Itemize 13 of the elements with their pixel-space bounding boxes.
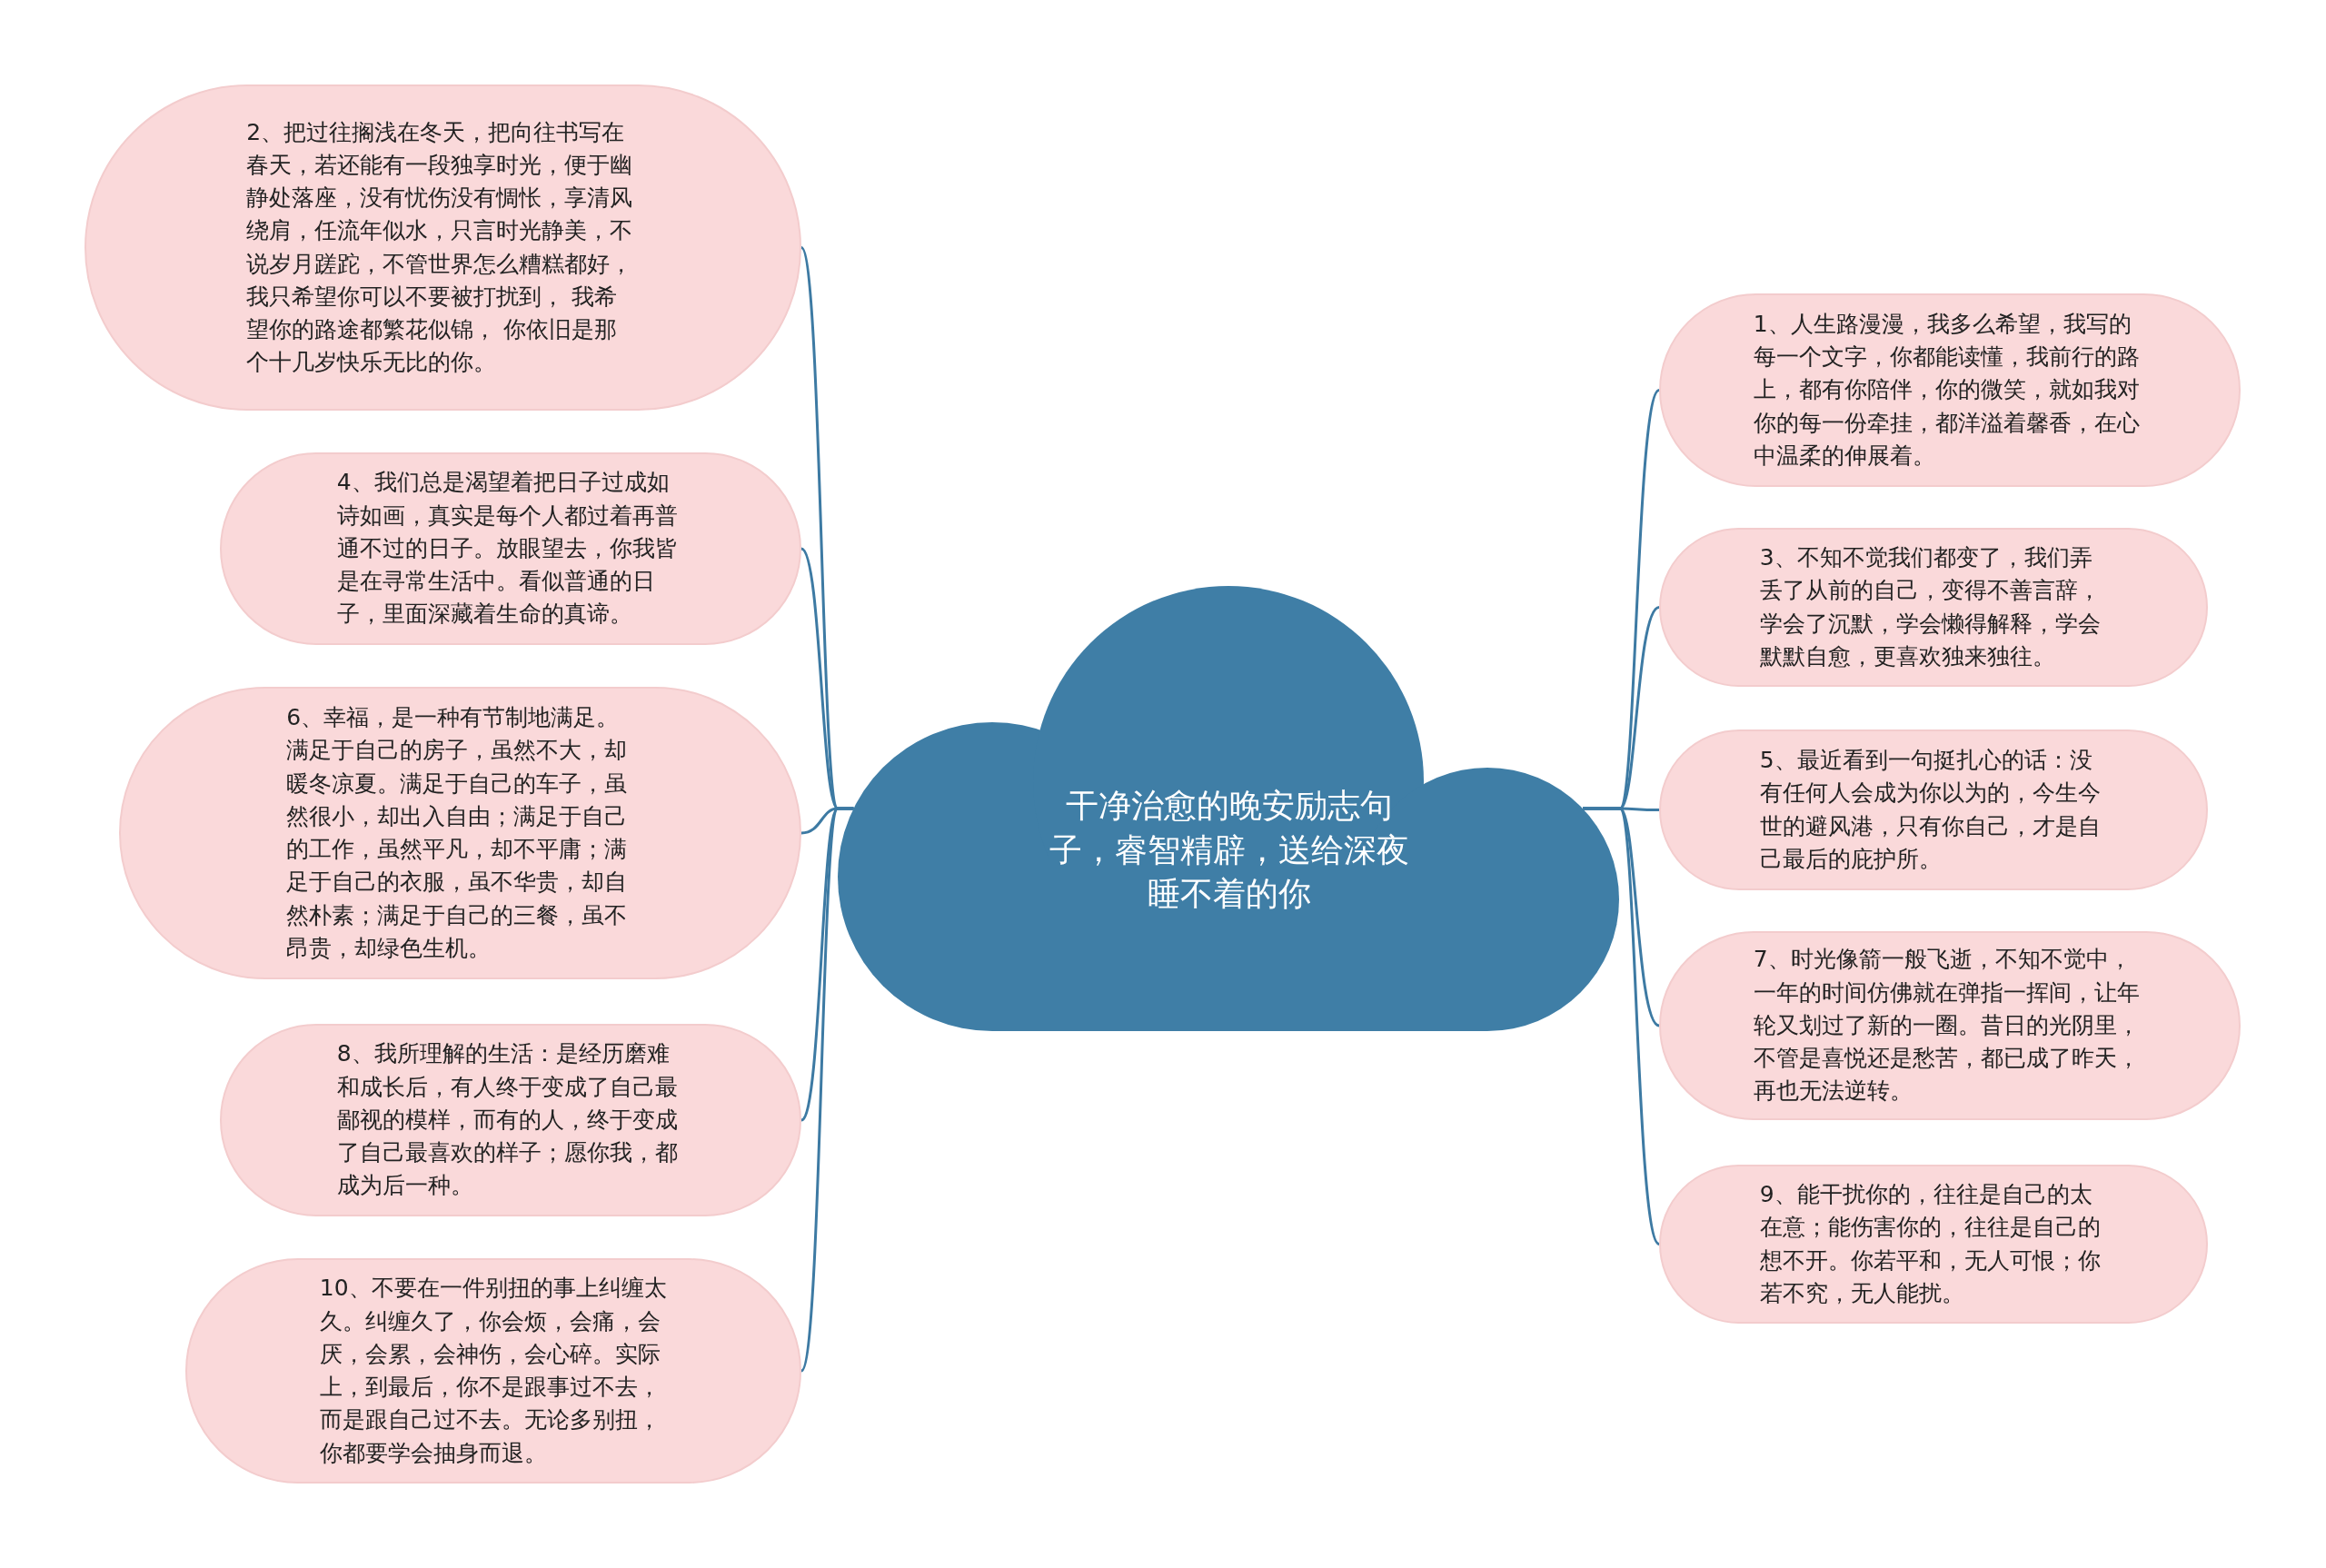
quote-text: 3、不知不觉我们都变了，我们弄丢了从前的自己，变得不善言辞，学会了沉默，学会懒得解释，学会默默自愈，更喜欢独来独往。: [1759, 543, 2102, 671]
quote-text: 4、我们总是渴望着把日子过成如诗如画，真实是每个人都过着再普通不过的日子。放眼望去，你我皆是在寻常生活中。看似普通的日子，里面深藏着生命的真谛。: [336, 468, 679, 630]
quote-text: 6、幸福，是一种有节制地满足。满足于自己的房子，虽然不大，却暖冬凉夏。满足于自己的车子，虽然很小，却出入自由；满足于自己的工作，虽然平凡，却不平庸；满足于自己的衣服，虽不华贵，却自然朴素；满足于自己的三餐，虽不昂贵，却绿色生机。: [286, 703, 629, 963]
connector-line: [800, 807, 854, 1372]
quote-text: 7、时光像箭一般飞逝，不知不觉中，一年的时间仿佛就在弹指一挥间，让年轮又划过了新的一圈。昔日的光阴里，不管是喜悦还是愁苦，都已成了昨天，再也无法逆转。: [1753, 945, 2141, 1107]
topic-title: 干净治愈的晚安励志句子，睿智精辟，送给深夜睡不着的你: [1049, 786, 1409, 915]
quote-text: 2、把过往搁浅在冬天，把向往书写在春天，若还能有一段独享时光，便于幽静处落座，没有忧伤没有惆怅，享清风绕肩，任流年似水，只言时光静美，不说岁月蹉跎，不管世界怎么糟糕都好，我只希望你可以不要被打扰到， 我希望你的路途都繁花似锦， 你依旧是那个十几岁快乐无比的你。: [246, 117, 634, 378]
quote-text: 1、人生路漫漫，我多么希望，我写的每一个文字，你都能读懂，我前行的路上，都有你陪伴，你的微笑，就如我对你的每一份牵挂，都洋溢着馨香，在心中温柔的伸展着。: [1753, 309, 2141, 471]
quote-text: 8、我所理解的生活：是经历磨难和成长后，有人终于变成了自己最鄙视的模样，而有的人，终于变成了自己最喜欢的样子；愿你我，都成为后一种。: [336, 1039, 679, 1201]
connector-line: [1583, 807, 1661, 1245]
quote-text: 9、能干扰你的，往往是自己的太在意；能伤害你的，往往是自己的想不开。你若平和，无人可恨；你若不究，无人能扰。: [1759, 1180, 2102, 1308]
quote-text: 5、最近看到一句挺扎心的话：没有任何人会成为你以为的，今生今世的避风港，只有你自己，才是自己最后的庇护所。: [1759, 746, 2102, 874]
quote-text: 10、不要在一件别扭的事上纠缠太久。纠缠久了，你会烦，会痛，会厌，会累，会神伤，会心碎。实际上，到最后，你不是跟事过不去，而是跟自己过不去。无论多别扭，你都要学会抽身而退。: [319, 1274, 668, 1468]
